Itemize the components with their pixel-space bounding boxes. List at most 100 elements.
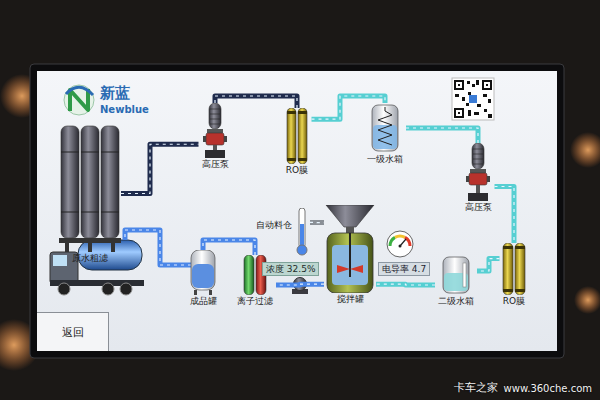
coarse-filter-tanks-icon: [65, 243, 69, 252]
coarse-filter-tanks-icon: [59, 122, 121, 252]
light-glow: [570, 132, 600, 168]
coarse-filter-tanks-icon: [59, 126, 121, 252]
ro-membrane-icon: [298, 108, 307, 164]
high-pressure-pump-icon: [473, 149, 483, 150]
ro-membrane: RO膜: [283, 108, 312, 178]
readout-box: 浓度 32.5%: [262, 262, 319, 276]
high-pressure-pump-icon: [473, 159, 483, 160]
water-tank-icon: [372, 105, 398, 151]
truck-fill-pipe: [125, 230, 191, 265]
screen-bezel: [30, 64, 564, 358]
qr-code: [468, 110, 471, 116]
ro-membrane-icon: [503, 243, 513, 295]
high-pressure-pump-icon: [210, 119, 220, 120]
product-tank-icon: [191, 250, 215, 295]
feed-silo-icon: [299, 208, 305, 248]
high-pressure-pump-icon: [206, 133, 224, 145]
mixing-tank-icon: [346, 227, 354, 233]
ro-membrane-icon: [503, 246, 513, 249]
product-tank-icon: [191, 250, 215, 290]
pipe-flow: [406, 128, 478, 143]
ion-filter-icon: [244, 255, 254, 295]
high-pressure-pump-icon: [469, 173, 487, 185]
coarse-filter-tanks-icon: [81, 212, 99, 213]
water-tank-icon: [378, 107, 392, 145]
qr-code: [474, 112, 479, 115]
mixing-tank-icon: [350, 265, 363, 273]
coarse-filter-tanks-icon: [88, 243, 92, 252]
coarse-filter-tanks-icon: [111, 243, 115, 252]
conductivity-gauge: [387, 231, 413, 257]
water-tank: 二级水箱: [435, 255, 477, 309]
mixing-tank-icon: [349, 233, 351, 277]
high-pressure-pump-icon: [207, 129, 223, 133]
truck-fill-pipe: [125, 230, 191, 265]
coarse-filter-tanks: 原水粗滤: [59, 122, 121, 266]
feed-silo-icon: [297, 208, 307, 255]
feed-silo-icon: [297, 245, 307, 255]
pipe-connector: [276, 282, 324, 288]
node-label: RO膜: [286, 165, 308, 176]
high-pressure-pump-icon: [203, 136, 206, 142]
ro-membrane-icon: [298, 158, 307, 161]
water-tank-icon: [441, 255, 471, 295]
qr-code: [455, 94, 459, 97]
qr-code: [488, 114, 492, 118]
coarse-filter-tanks-icon: [61, 212, 79, 213]
qr-code: [454, 108, 464, 118]
water-tank: 一级水箱: [364, 103, 406, 167]
mixing-tank-icon: [327, 233, 373, 293]
qr-code: [452, 78, 494, 120]
qr-code: [467, 81, 470, 84]
pipe-connector: [495, 187, 515, 244]
light-glow: [574, 286, 600, 314]
coarse-filter-tanks-icon: [81, 152, 99, 153]
conductivity-gauge: [405, 237, 410, 246]
water-tank-icon: [372, 105, 398, 151]
qr-code: [484, 109, 487, 112]
water-tank-icon: [463, 263, 466, 287]
mixing-tank: 搅拌罐: [324, 205, 376, 307]
ro-membrane: RO膜: [500, 243, 529, 309]
high-pressure-pump-icon: [210, 124, 220, 125]
high-pressure-pump-icon: [466, 176, 469, 182]
high-pressure-pump-icon: [210, 109, 220, 110]
node-label: 离子过滤: [237, 296, 273, 307]
high-pressure-pump-icon: [472, 143, 484, 169]
ro-membrane-icon: [502, 243, 526, 295]
conductivity-gauge: [395, 236, 405, 237]
ro-membrane-icon: [515, 246, 525, 249]
truck-fill-pipe: [125, 230, 191, 265]
high-pressure-pump-icon: [468, 193, 488, 201]
product-tank-icon: [190, 250, 216, 295]
ro-membrane-icon: [287, 111, 296, 114]
ro-membrane-icon: [287, 108, 296, 164]
readout-box: 电导率 4.7: [378, 262, 430, 276]
qr-code: [486, 84, 488, 86]
qr-code: [452, 78, 494, 120]
node-label: 自动料仓: [256, 220, 292, 231]
back-button: 返回: [37, 312, 109, 351]
high-pressure-pump: 高压泵: [199, 103, 232, 172]
pipe-connector: [477, 259, 500, 271]
ro-membrane-icon: [515, 243, 525, 295]
high-pressure-pump-icon: [466, 143, 490, 201]
high-pressure-pump-icon: [466, 143, 490, 201]
pipe-connector: [121, 144, 199, 193]
pipe-flow: [376, 284, 435, 286]
logo-mark: [64, 85, 94, 115]
qr-code: [462, 97, 465, 101]
product-tank: 成品罐: [187, 250, 220, 309]
ro-membrane-icon: [503, 289, 513, 292]
water-tank-icon: [443, 257, 469, 293]
product-tank-icon: [194, 290, 197, 295]
qr-code: [477, 104, 481, 107]
tanker-truck: [58, 283, 70, 295]
conductivity-gauge: [399, 245, 402, 248]
logo-mark: [70, 89, 88, 111]
node-label: 原水粗滤: [72, 253, 108, 264]
mixing-tank-icon: [326, 205, 374, 293]
pipe-connector: [215, 96, 297, 108]
